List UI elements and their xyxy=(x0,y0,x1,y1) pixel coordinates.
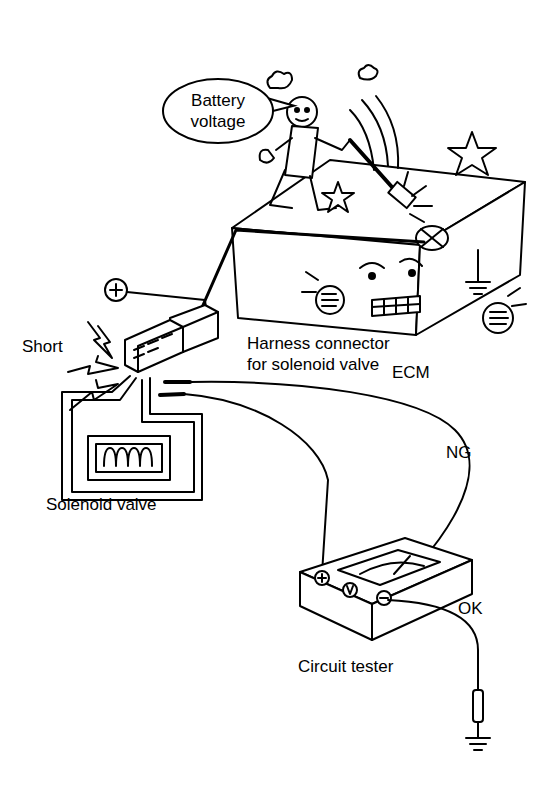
harness-connector-part xyxy=(183,312,218,352)
circuit-tester-part xyxy=(300,572,372,640)
harness-connector-part xyxy=(134,334,172,358)
ecm-box-part xyxy=(232,228,420,335)
ecm-face-part xyxy=(316,286,344,314)
ecm-box xyxy=(232,160,525,335)
battery-plus-symbol-part xyxy=(115,284,117,296)
ground-symbol-part xyxy=(477,250,479,282)
circuit-tester-part xyxy=(360,562,424,574)
harness-connector xyxy=(125,305,218,372)
harness-wire xyxy=(200,230,424,312)
circuit-tester-part xyxy=(343,583,357,597)
ecm-face-part xyxy=(409,270,415,276)
solenoid-valve-part xyxy=(96,444,162,472)
ecm-face-part xyxy=(322,294,338,306)
short-spark-part xyxy=(70,380,118,410)
cartoon-character-part xyxy=(287,97,317,127)
fuse-symbol-part xyxy=(421,229,443,247)
circuit-tester-part xyxy=(321,574,323,582)
cartoon-character-part xyxy=(350,96,398,170)
ecm-face-part xyxy=(302,272,526,306)
circuit-tester-part xyxy=(315,571,329,585)
cartoon-character-part xyxy=(359,65,378,80)
probe-wire-part xyxy=(184,394,328,574)
ecm-face-part xyxy=(360,263,384,268)
cartoon-character-part xyxy=(276,138,292,150)
impact-star-part xyxy=(322,182,354,212)
harness-connector-part xyxy=(138,327,183,372)
fuse-symbol xyxy=(416,226,448,250)
probe-wire xyxy=(160,382,469,598)
ground-symbol-part xyxy=(474,293,482,295)
ecm-face-part xyxy=(369,273,375,279)
impact-star-part xyxy=(448,132,496,175)
circuit-tester-part xyxy=(380,597,388,599)
ground-probe-part xyxy=(473,690,483,722)
cartoon-character-part xyxy=(285,126,318,178)
ground-probe-part xyxy=(470,743,486,745)
ground-symbol xyxy=(466,250,490,294)
cartoon-character-part xyxy=(270,170,292,208)
cartoon-character-part xyxy=(260,150,274,163)
harness-connector-part xyxy=(125,320,183,372)
circuit-tester-part xyxy=(377,591,391,605)
result-label: OK xyxy=(458,598,508,619)
ecm-face-part xyxy=(483,303,513,333)
solenoid-valve-part xyxy=(72,378,194,492)
battery-plus-symbol-part xyxy=(105,279,127,301)
solenoid-valve xyxy=(62,376,202,500)
ecm-face-part xyxy=(372,304,420,307)
ground-probe-part xyxy=(477,722,479,738)
impact-star-part xyxy=(404,172,432,222)
short-spark-part xyxy=(68,356,118,374)
speech-bubble: Battery voltage xyxy=(162,78,274,144)
cartoon-character-part xyxy=(315,138,350,150)
part-label: Solenoid valve xyxy=(46,494,196,515)
ecm-label: ECM xyxy=(392,362,452,383)
circuit-tester-part xyxy=(338,550,440,585)
solenoid-valve-part xyxy=(88,436,170,480)
short-spark-part xyxy=(88,322,112,358)
solenoid-valve-part xyxy=(104,448,152,466)
ground-probe-part xyxy=(466,737,490,739)
cartoon-character-part xyxy=(388,182,415,208)
ground-probe xyxy=(388,600,490,750)
result-label: NG xyxy=(446,442,496,463)
bubble-text: Battery voltage xyxy=(173,90,263,132)
ground-symbol-part xyxy=(470,287,486,289)
circuit-tester-part xyxy=(394,556,410,574)
ecm-face-part xyxy=(400,259,422,266)
ecm-face-part xyxy=(490,312,508,324)
ecm-box-part xyxy=(416,182,525,335)
fuse-symbol-part xyxy=(416,226,448,250)
ecm-face-part xyxy=(372,296,420,316)
short-label: Short xyxy=(22,336,92,357)
cartoon-character-part xyxy=(295,108,299,112)
cartoon-character-part xyxy=(305,108,309,112)
fuse-symbol-part xyxy=(421,229,443,247)
impact-star xyxy=(322,132,496,222)
bubble-text-group: Battery voltage xyxy=(173,90,263,132)
part-label: Circuit tester xyxy=(298,656,438,677)
probe-wire-part xyxy=(165,380,190,384)
harness-wire-part xyxy=(200,230,424,312)
probe-wire-part xyxy=(160,394,184,395)
connector-label: Harness connector for solenoid valve xyxy=(247,333,407,375)
cartoon-character-part xyxy=(267,71,292,88)
bubble-ellipse xyxy=(163,79,273,143)
circuit-tester xyxy=(300,538,472,640)
ground-symbol-part xyxy=(466,281,490,283)
circuit-tester-part xyxy=(347,586,353,594)
ground-probe-part xyxy=(474,749,482,751)
short-spark xyxy=(68,322,118,410)
cartoon-character-part xyxy=(296,119,308,121)
solenoid-valve-part xyxy=(62,376,202,500)
ecm-face xyxy=(302,259,526,333)
bubble-outline xyxy=(162,78,274,144)
